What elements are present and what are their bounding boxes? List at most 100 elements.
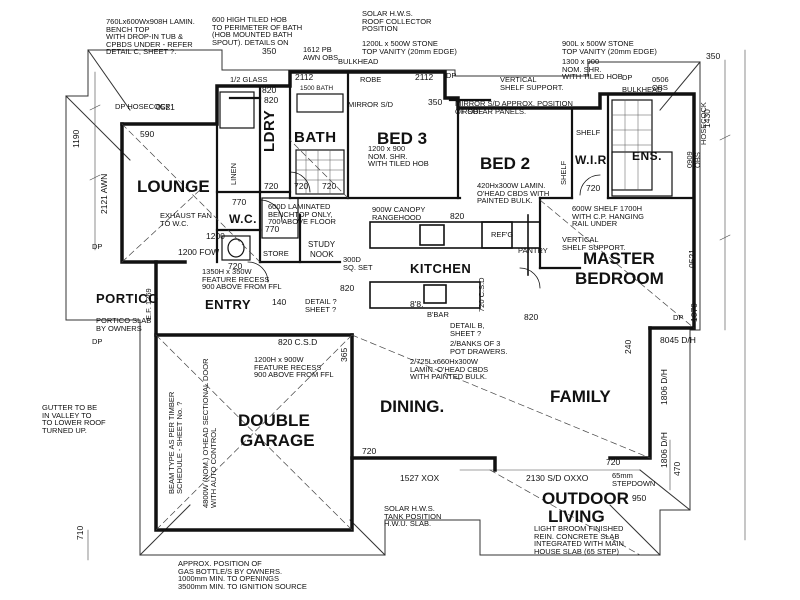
note-portico-slab: PORTICO SLAB BY OWNERS — [96, 316, 152, 333]
roof-ridges — [121, 123, 695, 556]
note-shower-1200: 1200 x 900 NOM. SHR. WITH TILED HOB — [368, 144, 429, 168]
room-label-linen: LINEN — [229, 162, 238, 185]
room-label-bedroom: BEDROOM — [575, 269, 664, 288]
room-label-bath: BATH — [294, 129, 337, 146]
room-label-wir: W.I.R — [575, 153, 607, 167]
note-awn-obs: 1612 PB AWN OBS — [303, 45, 339, 62]
room-label-pantry: PANTRY — [518, 246, 548, 255]
dim-1430: 1430 — [702, 109, 712, 128]
label-shelf-1: SHELF — [576, 128, 601, 137]
note-beam-type: BEAM TYPE AS PER TIMBER SCHEDULE - SHEET… — [167, 391, 184, 494]
note-feature-recess-1: 1350H x 350W FEATURE RECESS 900 ABOVE FR… — [202, 267, 282, 291]
note-dp-3: DP — [92, 242, 103, 251]
room-label-double: DOUBLE — [238, 411, 310, 430]
note-bulkhead-1: BULKHEAD — [338, 57, 379, 66]
room-label-dining: DINING. — [380, 397, 445, 416]
note-sq-set: 300D SQ. SET — [343, 255, 373, 272]
room-label-ens: ENS. — [632, 149, 663, 163]
fixtures — [219, 91, 673, 261]
dim-0521-right: 0521 — [687, 249, 697, 268]
dim-0909-obs: 0909 OBS — [685, 151, 702, 168]
note-pot-drawers: 2/BANKS OF 3 POT DRAWERS. — [450, 339, 508, 356]
dim-770-a: 770 — [232, 197, 247, 207]
note-720-csd: 720 C.S.D — [477, 277, 486, 312]
dimension-lines — [87, 49, 746, 561]
note-detail-b: DETAIL B, SHEET ? — [450, 321, 485, 338]
dim-470: 470 — [672, 461, 682, 476]
dim-720-c: 720 — [322, 181, 337, 191]
dim-365: 365 — [339, 347, 349, 362]
note-stepdown: 65mm STEPDOWN — [612, 471, 656, 488]
note-exhaust-fan: EXHAUST FAN TO W.C. — [160, 211, 212, 228]
dim-1806-dh-a: 1806 D/H — [659, 369, 669, 405]
dim-820-d: 820 — [262, 85, 277, 95]
dim-1200-fow: 1200 FOW — [178, 247, 220, 257]
label-bbar: B'BAR — [427, 310, 449, 319]
dim-720-d: 720 — [362, 446, 377, 456]
note-bulkhead-2: BULKHEAD — [622, 85, 663, 94]
kitchen-benches — [369, 214, 541, 309]
dim-720-f: 720 — [606, 457, 621, 467]
dim-1806-dh-b: 1806 D/H — [659, 432, 669, 468]
dim-1200: 1200 — [206, 231, 225, 241]
dim-ef-1269: E.F. 1269 — [144, 288, 153, 320]
room-label-living: LIVING — [548, 507, 605, 526]
note-sectional-door: 4800W (NOM.) O'HEAD SECTIONAL DOOR WITH … — [201, 358, 218, 508]
note-vertical-shelf-1: VERTICAL SHELF SUPPORT. — [500, 75, 564, 92]
dim-140: 140 — [272, 297, 287, 307]
note-bench-top: 760Lx600Wx908H LAMIN. BENCH TOP WITH DRO… — [106, 17, 195, 56]
note-solar-panels: MIRROR S/D APPROX. POSITION OF SOLAR PAN… — [455, 99, 573, 116]
note-dp-5: DP — [673, 313, 684, 322]
room-label-master: MASTER — [583, 249, 655, 268]
note-overhead-cbds: 420Hx300W LAMIN. O'HEAD CBDS WITH PAINTE… — [477, 181, 550, 205]
note-mirror-sd: MIRROR S/D — [348, 100, 393, 109]
note-concrete-slab: LIGHT BROOM FINISHED REIN. CONCRETE SLAB… — [534, 524, 624, 556]
dim-710: 710 — [75, 525, 85, 540]
dim-8-8: 8'8. — [410, 299, 424, 309]
note-solar-collector: SOLAR H.W.S. ROOF COLLECTOR POSITION — [362, 9, 432, 33]
dim-820-b: 820 — [450, 211, 465, 221]
dim-820-e: 820 — [340, 283, 355, 293]
note-rangehood: 900W CANOPY RANGEHOOD — [372, 205, 426, 222]
note-820-csd: 820 C.S.D — [278, 337, 318, 347]
note-tiled-hob: 600 HIGH TILED HOB TO PERIMETER OF BATH … — [212, 15, 303, 47]
dim-0521-top: 0521 — [156, 102, 175, 112]
note-dp-2: DP — [622, 73, 633, 82]
room-label-family: FAMILY — [550, 387, 611, 406]
dim-2112-a: 2112 — [295, 72, 314, 82]
dim-590: 590 — [140, 129, 155, 139]
dim-720-e: 720 — [586, 183, 601, 193]
dim-720-b: 720 — [294, 181, 309, 191]
note-vanity-900: 900L x 500W STONE TOP VANITY (20mm EDGE) — [562, 39, 657, 56]
room-label-nook: NOOK — [310, 250, 334, 259]
room-label-ldry: LDRY — [261, 109, 278, 152]
note-overhead-cbds-2: 2/725Lx660Hx300W LAMIN. O'HEAD CBDS WITH… — [410, 357, 489, 381]
label-robe-2: ROBE — [462, 107, 484, 116]
room-label-outdoor: OUTDOOR — [542, 489, 629, 508]
note-dp-hosecock: DP HOSECOCK — [115, 102, 171, 111]
note-shower-1300: 1300 x 900 NOM. SHR. WITH TILED HOB — [562, 57, 623, 81]
dim-350-c: 350 — [706, 51, 721, 61]
room-label-kitchen: KITCHEN — [410, 261, 472, 276]
note-dp-4: DP — [92, 337, 103, 346]
dim-1070: 1070 — [689, 303, 699, 322]
note-detail-sheet: DETAIL ? SHEET ? — [305, 297, 337, 314]
room-label-portico: PORTICO — [96, 291, 159, 306]
note-vanity-1200: 1200L x 500W STONE TOP VANITY (20mm EDGE… — [362, 39, 457, 56]
room-label-wc: W.C. — [229, 212, 257, 226]
room-label-store: STORE — [263, 249, 289, 258]
door-swings — [247, 171, 601, 289]
label-robe-1: ROBE — [360, 75, 382, 84]
note-gutter: GUTTER TO BE IN VALLEY TO TO LOWER ROOF … — [42, 403, 106, 435]
note-solar-tank: SOLAR H.W.S. TANK POSITION H.W.U. SLAB. — [384, 504, 442, 528]
room-label-lounge: LOUNGE — [137, 177, 210, 196]
dim-820-c: 820 — [524, 312, 539, 322]
note-dp-1: DP — [446, 71, 457, 80]
dim-2121-awn: 2121 AWN — [99, 173, 109, 214]
note-gas-bottle: APPROX. POSITION OF GAS BOTTLE/S BY OWNE… — [178, 559, 307, 591]
dim-1527-xox: 1527 XOX — [400, 473, 440, 483]
tile-hatch — [295, 99, 653, 195]
note-bath-1500: 1500 BATH — [300, 85, 334, 92]
dim-950: 950 — [632, 493, 647, 503]
